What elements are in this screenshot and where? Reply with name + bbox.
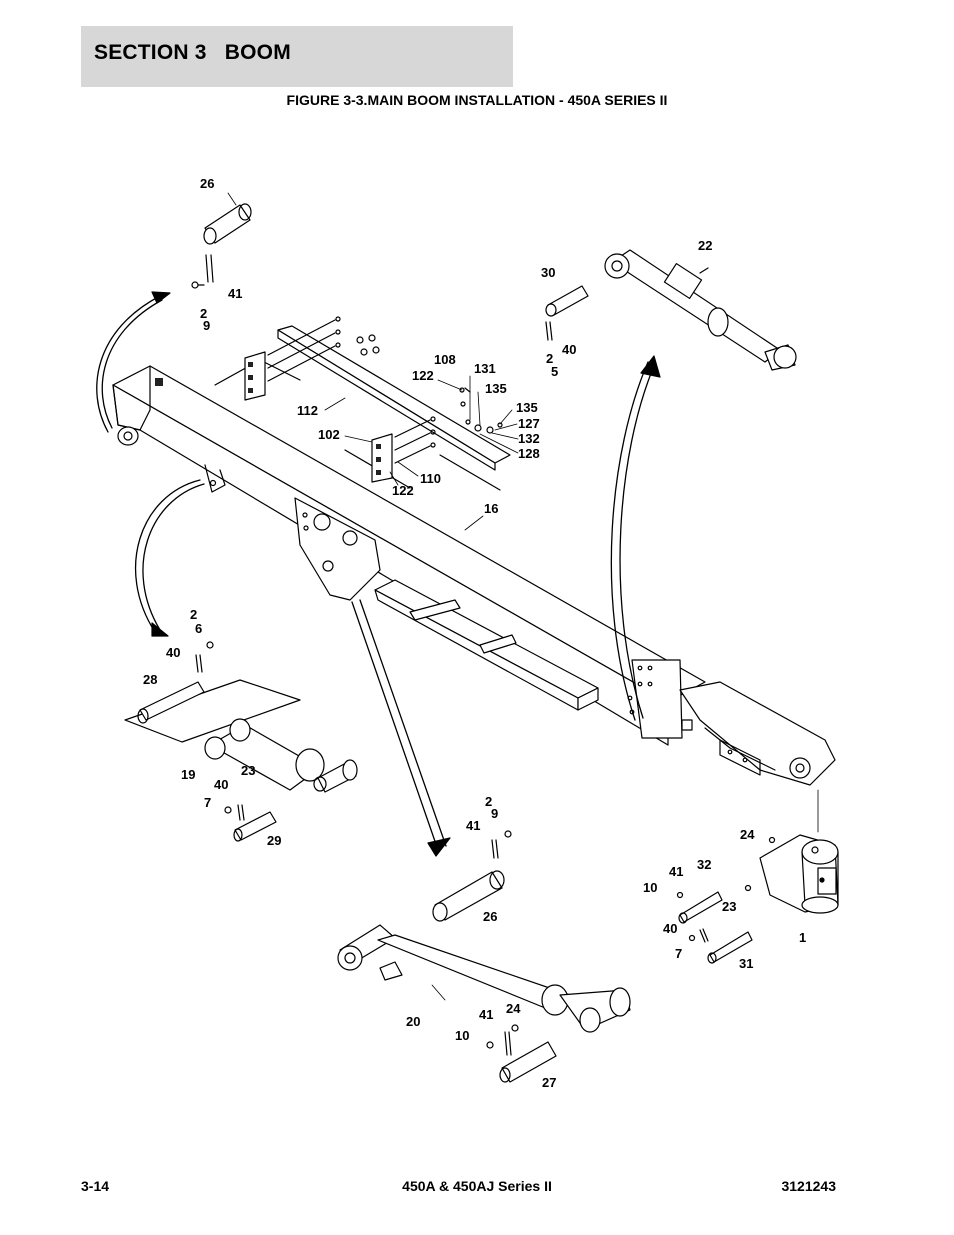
main-boom-weldment xyxy=(112,365,836,786)
callout-41-mid: 41 xyxy=(466,818,480,833)
callout-122-a: 122 xyxy=(412,368,434,383)
wear-pad-upper xyxy=(244,351,266,401)
callout-28: 28 xyxy=(143,672,157,687)
wear-pad-lower xyxy=(371,433,393,483)
callout-9-mid: 9 xyxy=(491,806,498,821)
callout-24-bot: 24 xyxy=(506,1001,521,1016)
footer-page-number: 3-14 xyxy=(81,1178,110,1194)
callout-26-top: 26 xyxy=(200,176,214,191)
cylinder-19-assembly xyxy=(124,641,358,842)
figure-title: FIGURE 3-3.MAIN BOOM INSTALLATION - 450A… xyxy=(286,92,668,108)
callout-16: 16 xyxy=(484,501,498,516)
footer-doc-number: 3121243 xyxy=(781,1178,836,1194)
callout-131: 131 xyxy=(474,361,496,376)
callout-2-mid: 2 xyxy=(485,794,492,809)
callout-122-b: 122 xyxy=(392,483,414,498)
section-header-band: SECTION 3 BOOM xyxy=(81,26,513,87)
callout-19: 19 xyxy=(181,767,195,782)
footer-model: 450A & 450AJ Series II xyxy=(402,1178,552,1194)
callout-26-mid: 26 xyxy=(483,909,497,924)
callout-9-top: 9 xyxy=(203,318,210,333)
callout-41-right: 41 xyxy=(669,864,683,879)
callout-29: 29 xyxy=(267,833,281,848)
callout-leaders xyxy=(324,375,819,833)
callout-2-left: 2 xyxy=(190,607,197,622)
callout-10-right: 10 xyxy=(643,880,657,895)
callout-102: 102 xyxy=(318,427,340,442)
callout-23-left: 23 xyxy=(241,763,255,778)
callout-2-right: 2 xyxy=(546,351,553,366)
upper-weldment xyxy=(214,325,511,491)
callout-41-bot: 41 xyxy=(479,1007,493,1022)
rotator-1 xyxy=(676,834,839,964)
callout-135-a: 135 xyxy=(485,381,507,396)
callout-40-rt: 40 xyxy=(663,921,677,936)
callout-41-top: 41 xyxy=(228,286,242,301)
callout-132: 132 xyxy=(518,431,540,446)
callout-23-right: 23 xyxy=(722,899,736,914)
callout-32: 32 xyxy=(697,857,711,872)
callout-labels: 26 41 2 9 30 22 2 40 5 108 122 131 135 1… xyxy=(143,176,806,1090)
callout-31: 31 xyxy=(739,956,753,971)
callout-112: 112 xyxy=(297,403,318,418)
callout-40-right: 40 xyxy=(562,342,576,357)
callout-7-left: 7 xyxy=(204,795,211,810)
pad-fasteners xyxy=(267,316,503,464)
callout-27: 27 xyxy=(542,1075,556,1090)
callout-135-b: 135 xyxy=(516,400,538,415)
callout-40-left: 40 xyxy=(166,645,180,660)
callout-1: 1 xyxy=(799,930,806,945)
callout-6: 6 xyxy=(195,621,202,636)
callout-20: 20 xyxy=(406,1014,420,1029)
callout-108: 108 xyxy=(434,352,456,367)
callout-110: 110 xyxy=(420,471,441,486)
assembly-arrows xyxy=(96,291,661,857)
callout-7-right: 7 xyxy=(675,946,682,961)
pin-26-top xyxy=(191,192,252,289)
callout-24-right: 24 xyxy=(740,827,755,842)
callout-127: 127 xyxy=(518,416,540,431)
cylinder-20-assembly xyxy=(337,830,631,1083)
section-title: SECTION 3 BOOM xyxy=(94,41,291,64)
callout-2-top: 2 xyxy=(200,306,207,321)
callout-30: 30 xyxy=(541,265,555,280)
cylinder-22 xyxy=(545,249,797,371)
callout-128: 128 xyxy=(518,446,540,461)
callout-40-mid: 40 xyxy=(214,777,228,792)
callout-22: 22 xyxy=(698,238,712,253)
callout-5: 5 xyxy=(551,364,558,379)
callout-10-bot: 10 xyxy=(455,1028,469,1043)
